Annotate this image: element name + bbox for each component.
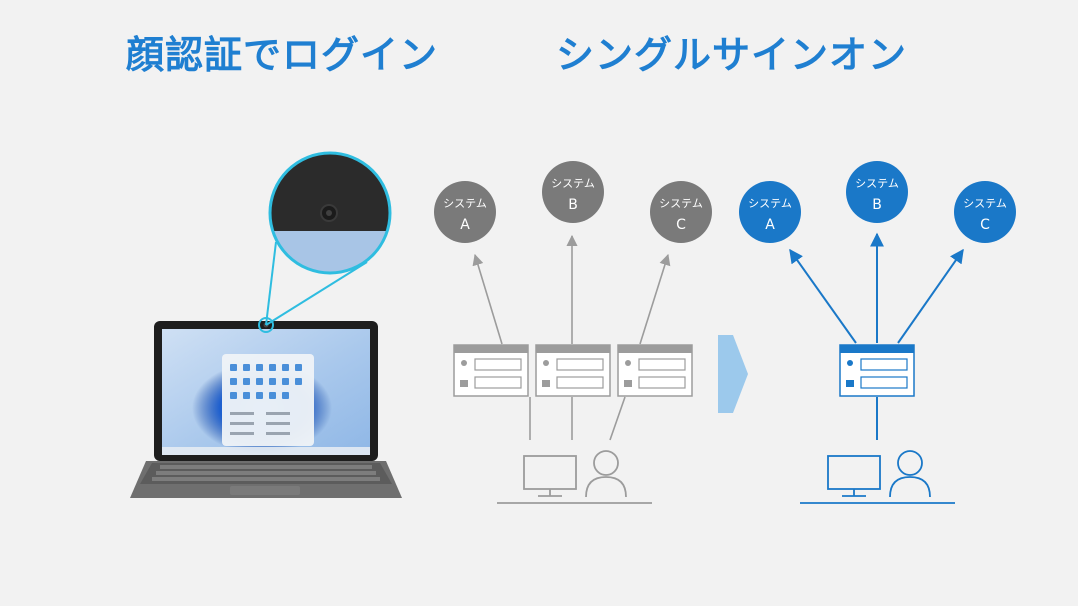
lock-icon xyxy=(460,380,468,387)
lock-icon xyxy=(542,380,550,387)
system-node: システム B xyxy=(846,161,908,223)
system-node-letter: C xyxy=(980,217,990,233)
system-node-label: システム xyxy=(551,177,595,190)
person-icon xyxy=(586,451,626,497)
monitor-icon xyxy=(524,456,576,496)
system-node-label: システム xyxy=(659,197,703,210)
login-form-icon xyxy=(618,345,692,396)
system-node: システム A xyxy=(739,181,801,243)
system-node-letter: A xyxy=(765,217,775,233)
system-node-letter: B xyxy=(872,197,882,213)
system-node-letter: C xyxy=(676,217,686,233)
login-form-icon xyxy=(840,345,914,396)
system-node-label: システム xyxy=(963,197,1007,210)
system-node-label: システム xyxy=(443,197,487,210)
system-node: システム C xyxy=(954,181,1016,243)
system-node: システム C xyxy=(650,181,712,243)
system-node-letter: A xyxy=(460,217,470,233)
camera-icon xyxy=(259,150,400,332)
monitor-icon xyxy=(828,456,880,496)
user-icon xyxy=(847,360,853,366)
lock-icon xyxy=(846,380,854,387)
user-icon xyxy=(543,360,549,366)
sso-diagram: システム A システム B システム C xyxy=(739,161,1016,503)
user-icon xyxy=(625,360,631,366)
system-node-letter: B xyxy=(568,197,578,213)
system-node: システム A xyxy=(434,181,496,243)
lock-icon xyxy=(624,380,632,387)
system-node-label: システム xyxy=(748,197,792,210)
login-form-icon xyxy=(454,345,528,396)
legacy-login-diagram: システム A システム B システム C xyxy=(434,161,712,503)
laptop-icon xyxy=(130,321,402,498)
person-icon xyxy=(890,451,930,497)
arrow-right-icon xyxy=(718,335,748,413)
system-node: システム B xyxy=(542,161,604,223)
login-form-icon xyxy=(536,345,610,396)
system-node-label: システム xyxy=(855,177,899,190)
user-icon xyxy=(461,360,467,366)
